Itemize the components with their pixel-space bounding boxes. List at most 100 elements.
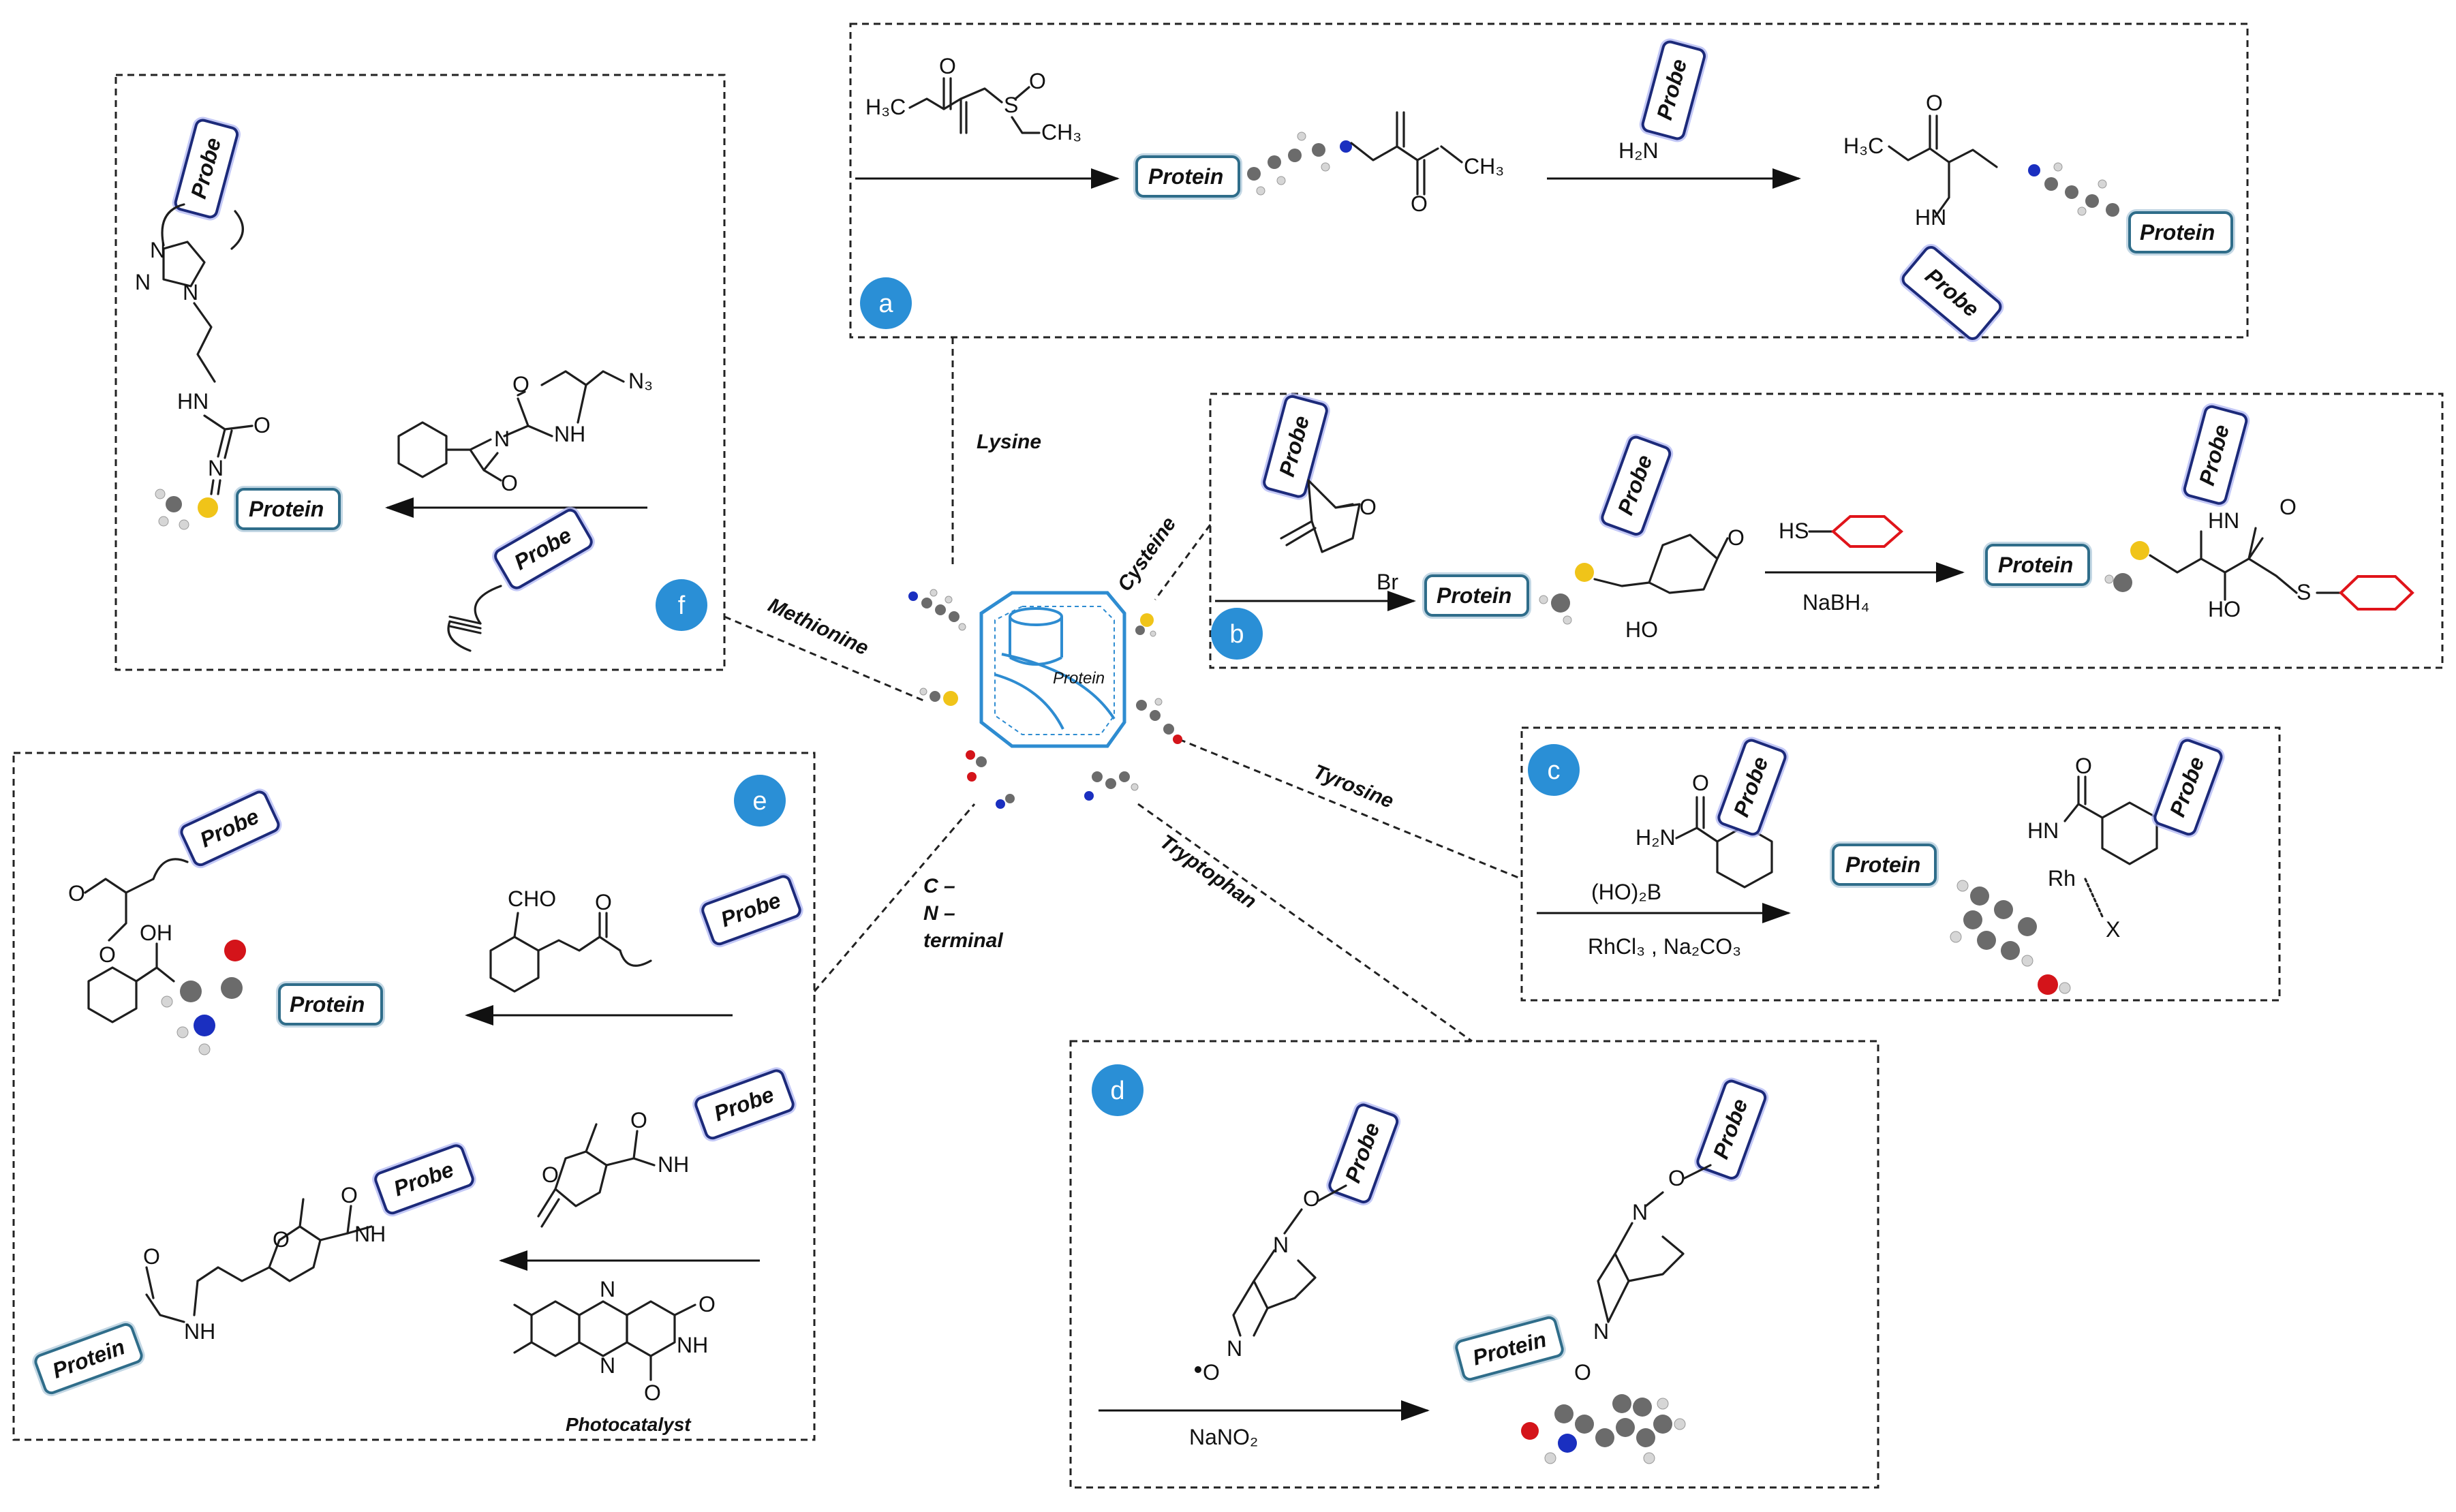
svg-text:O: O: [68, 881, 85, 906]
panel-f: f Probe N N N HN O N Protein N₃ NH O N O: [135, 117, 707, 652]
svg-text:N: N: [494, 427, 510, 451]
c-tyrosine-3d: [1950, 880, 2071, 995]
svg-text:HS: HS: [1779, 519, 1809, 543]
svg-text:N: N: [135, 270, 151, 294]
svg-text:H₂N: H₂N: [1618, 138, 1659, 163]
panel-c-border: [1520, 726, 2281, 1002]
panel-c: c H₂N O (HO)₂B Probe RhCl₃ , Na₂CO₃ Prot…: [1528, 737, 2225, 995]
svg-text:NaBH₄: NaBH₄: [1802, 590, 1869, 615]
svg-text:O: O: [1926, 91, 1943, 115]
svg-text:HO: HO: [2208, 597, 2241, 621]
svg-text:H₃C: H₃C: [1843, 134, 1884, 158]
svg-text:N: N: [1593, 1319, 1609, 1344]
a-lysine-chain: [1247, 132, 1352, 196]
connector-cysteine: [1154, 524, 1212, 600]
svg-text:Protein: Protein: [290, 992, 365, 1017]
f-met-3d: [155, 489, 218, 530]
f-triazole: [162, 241, 206, 288]
b-cyclohexyl-reagent: [1830, 515, 1904, 548]
center-protein-label: Protein: [1053, 669, 1105, 688]
e-probe-tag-4: [374, 1144, 474, 1215]
svg-text:N: N: [600, 1277, 615, 1301]
svg-text:CH₃: CH₃: [1041, 120, 1081, 144]
svg-text:a: a: [878, 290, 893, 318]
badge-d: [1092, 1064, 1143, 1116]
c-protein-tag: [1832, 844, 1937, 886]
label-cysteine: Cysteine: [1114, 513, 1181, 596]
svg-text:N: N: [1632, 1200, 1648, 1224]
a-h3c: H₃C: [865, 95, 906, 119]
b-probe-tag-2: [1601, 435, 1672, 536]
panel-e-border: [12, 752, 816, 1441]
svg-text:O: O: [630, 1108, 647, 1132]
f-probe-tag-1: [174, 119, 239, 219]
svg-text:N: N: [208, 456, 224, 480]
svg-text:Photocatalyst: Photocatalyst: [566, 1414, 692, 1435]
b-probe-tag-1: [1263, 395, 1328, 498]
svg-text:Protein: Protein: [1437, 583, 1511, 608]
svg-text:O: O: [542, 1162, 559, 1187]
svg-text:O: O: [1029, 69, 1046, 93]
svg-text:O: O: [1360, 495, 1377, 519]
panel-d: d Probe O N N O NaNO₂ Probe O N N O Prot…: [1092, 1064, 1769, 1464]
badge-f: [656, 579, 707, 631]
b-protein-tag-1: [1424, 574, 1529, 617]
panel-a: H₃C O S O CH₃ Protein O CH₃ H₂N Probe H₃…: [855, 38, 2235, 342]
svg-text:O: O: [1574, 1360, 1591, 1385]
label-cn-1: C –: [923, 875, 955, 897]
b-probe-tag-3: [2183, 405, 2248, 505]
c-probe-tag-1: [1717, 739, 1787, 836]
residue-stubs: [908, 589, 1182, 809]
svg-text:HO: HO: [1625, 617, 1658, 642]
svg-text:O: O: [143, 1244, 160, 1269]
svg-text:O: O: [99, 942, 116, 967]
svg-text:HN: HN: [1915, 205, 1946, 230]
svg-text:O: O: [644, 1380, 661, 1405]
d-protein-tag: [1455, 1316, 1564, 1381]
panel-e: e Probe O O OH Protein CHO O Probe Probe…: [32, 775, 803, 1435]
central-protein: Protein: [979, 591, 1126, 748]
a-protein-tag-2: [2128, 211, 2233, 253]
svg-text:HN: HN: [2027, 818, 2059, 843]
d-probe-tag-2: [1696, 1079, 1767, 1180]
panel-b: Probe O Br Protein O HO Probe HS NaBH₄ P…: [1211, 392, 2414, 660]
e-aryl-ring-reagent: [489, 936, 540, 993]
svg-text:N: N: [600, 1353, 615, 1378]
svg-text:HN: HN: [177, 389, 209, 414]
svg-text:O: O: [254, 413, 271, 437]
svg-text:O: O: [512, 372, 529, 397]
svg-text:Protein: Protein: [1998, 553, 2073, 577]
e-nterm-3d: [161, 940, 246, 1055]
svg-text:O: O: [341, 1183, 358, 1207]
e-photocatalyst: [513, 1300, 696, 1381]
svg-text:NH: NH: [554, 422, 585, 446]
label-tyrosine: Tyrosine: [1310, 760, 1396, 813]
svg-text:O: O: [595, 890, 612, 914]
svg-text:X: X: [2106, 917, 2120, 942]
svg-text:O: O: [501, 471, 518, 495]
b-protein-tag-2: [1985, 544, 2090, 586]
svg-text:N₃: N₃: [628, 369, 653, 393]
badge-b: [1211, 608, 1263, 660]
svg-text:O: O: [1728, 525, 1745, 550]
connector-tryptophan: [1137, 803, 1473, 1043]
e-aryl-ring-product: [87, 966, 138, 1023]
svg-text:f: f: [678, 591, 686, 620]
d-probe-tag-1: [1328, 1103, 1399, 1204]
svg-text:N: N: [1227, 1336, 1242, 1361]
connector-tyrosine: [1178, 738, 1522, 880]
label-methionine: Methionine: [765, 593, 872, 660]
svg-text:NH: NH: [677, 1333, 708, 1357]
e-probe-tag-1: [180, 790, 280, 867]
panel-a-border: [849, 22, 2249, 339]
svg-text:CH₃: CH₃: [1464, 154, 1504, 179]
c-product-ring: [2101, 801, 2158, 865]
svg-text:O: O: [1303, 1186, 1320, 1211]
svg-text:b: b: [1229, 620, 1244, 649]
e-protein-tag-1: [278, 983, 383, 1025]
panel-d-border: [1069, 1040, 1879, 1489]
svg-text:RhCl₃ , Na₂CO₃: RhCl₃ , Na₂CO₃: [1588, 934, 1741, 959]
connector-cn-terminal: [813, 803, 976, 992]
panel-b-border: [1209, 392, 2444, 669]
